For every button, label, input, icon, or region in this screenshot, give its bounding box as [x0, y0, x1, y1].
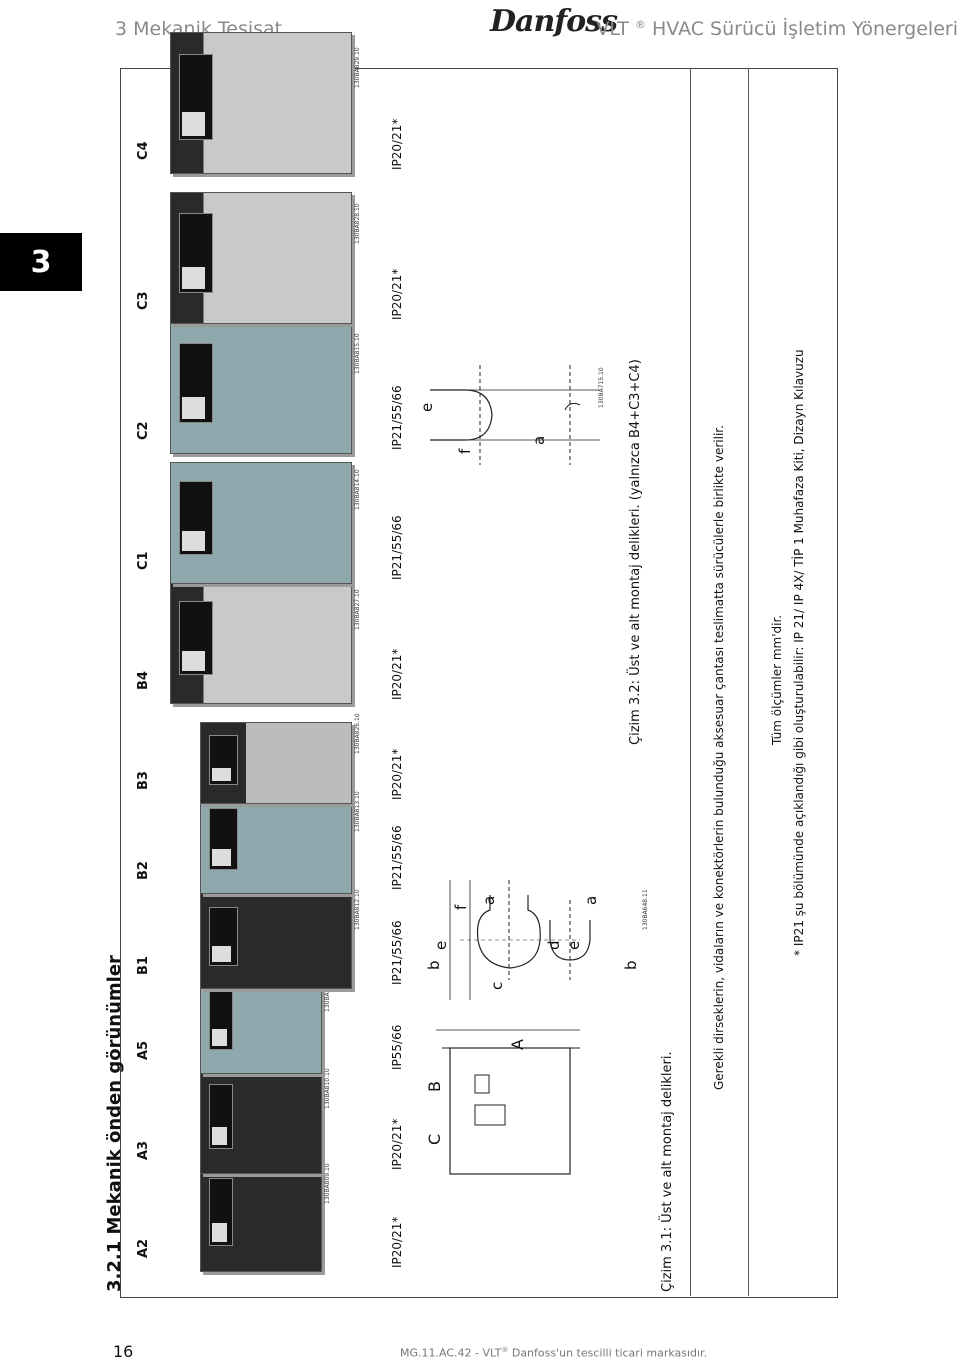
enclosure-size-label: B4	[136, 671, 151, 690]
enclosure-ip-label: IP20/21*	[390, 648, 404, 700]
keypad-icon	[209, 1083, 233, 1149]
keypad-icon	[179, 481, 214, 555]
enclosure-ip-label: IP20/21*	[390, 748, 404, 800]
enclosure-ip-label: IP20/21*	[390, 118, 404, 170]
keypad-icon	[209, 988, 233, 1050]
accessory-note: Gerekli dirseklerin, vidaların ve konekt…	[712, 425, 726, 1090]
keypad-icon	[179, 342, 214, 423]
page-number: 16	[113, 1342, 134, 1361]
enclosure-ip-label: IP21/55/66	[390, 385, 404, 450]
enclosure-ip-label: IP20/21*	[390, 268, 404, 320]
dim-a-lower: a	[582, 895, 600, 905]
image-code: 130BA809.10	[324, 1163, 331, 1204]
drive-image-b1	[200, 892, 352, 989]
image-code: 130BA815.10	[354, 333, 361, 374]
dim-e-lower: e	[565, 940, 583, 950]
dim2-a: a	[530, 435, 548, 445]
display-screen-icon	[212, 767, 231, 781]
enclosure-size-label: C2	[136, 421, 151, 440]
enclosure-ip-label: IP21/55/66	[390, 515, 404, 580]
enclosure-size-label: A2	[136, 1238, 151, 1258]
dim-b: b	[425, 960, 443, 970]
separator-line	[690, 68, 691, 1296]
drive-image-a2	[200, 1160, 322, 1272]
keypad-icon	[209, 1177, 233, 1246]
keypad-icon	[209, 808, 238, 870]
dim-C: C	[425, 1133, 444, 1145]
dim-f: f	[452, 904, 470, 910]
keypad-icon	[179, 601, 214, 675]
enclosure-ip-label: IP55/66	[390, 1024, 404, 1070]
drive-image-c1	[170, 462, 352, 584]
enclosure-size-label: B2	[136, 861, 151, 880]
dim-a: a	[480, 895, 498, 905]
figure-frame	[120, 68, 838, 1298]
enclosure-size-label: A3	[136, 1140, 151, 1160]
display-screen-icon	[182, 650, 205, 671]
dim-A: A	[508, 1039, 527, 1050]
display-screen-icon	[212, 1127, 228, 1145]
chapter-tab: 3	[0, 233, 82, 291]
drive-image-c4	[170, 32, 352, 174]
enclosure-size-label: C3	[136, 291, 151, 310]
section-title: 3.2.1 Mekanik önden görünümler	[104, 955, 125, 1292]
danfoss-logo: Danfoss	[490, 4, 618, 39]
enclosure-ip-label: IP20/21*	[390, 1216, 404, 1268]
image-code: 130BA829.10	[354, 47, 361, 88]
drawing1-caption: Çizim 3.1: Üst ve alt montaj delikleri.	[660, 1051, 675, 1292]
display-screen-icon	[212, 849, 231, 866]
display-screen-icon	[182, 112, 205, 136]
enclosure-ip-label: IP20/21*	[390, 1118, 404, 1170]
drive-image-a3	[200, 1067, 322, 1174]
image-code: 130BA810.10	[324, 1068, 331, 1109]
dim2-f: f	[456, 448, 474, 454]
image-code: 130BA828.10	[354, 203, 361, 244]
drawing2-caption: Çizim 3.2: Üst ve alt montaj delikleri. …	[628, 359, 643, 745]
display-screen-icon	[182, 266, 205, 289]
display-screen-icon	[212, 946, 231, 963]
drive-image-b2	[200, 792, 352, 894]
keypad-icon	[179, 54, 214, 140]
image-code: 130BA826.10	[354, 713, 361, 754]
enclosure-size-label: B3	[136, 771, 151, 790]
footer-trademark: MG.11.AC.42 - VLT® Danfoss'un tescilli t…	[400, 1346, 708, 1360]
enclosure-ip-label: IP21/55/66	[390, 920, 404, 985]
image-code: 130BA827.10	[354, 589, 361, 630]
separator-line	[748, 68, 749, 1296]
dim-b-lower: b	[622, 960, 640, 970]
dim-B: B	[425, 1081, 444, 1092]
drive-image-c3	[170, 192, 352, 324]
display-screen-icon	[212, 1029, 228, 1046]
ip21-note: * IP21 şu bölümünde açıklandığı gibi olu…	[792, 349, 806, 956]
display-screen-icon	[182, 530, 205, 551]
image-code: 130BA812.10	[354, 889, 361, 930]
manual-title: VLT ® HVAC Sürücü İşletim Yönergeleri	[596, 18, 958, 40]
enclosure-size-label: C4	[136, 141, 151, 160]
enclosure-size-label: B1	[136, 956, 151, 975]
dim2-e: e	[418, 402, 436, 412]
keypad-icon	[179, 212, 214, 293]
drive-image-c2	[170, 322, 352, 454]
drawing1-code: 130BA648.11	[642, 889, 649, 930]
display-screen-icon	[212, 1223, 228, 1242]
drive-image-b3	[200, 722, 352, 804]
keypad-icon	[209, 907, 238, 967]
mounting-drawing-1	[436, 880, 591, 1175]
enclosure-ip-label: IP21/55/66	[390, 825, 404, 890]
keypad-icon	[209, 735, 238, 785]
image-code: 130BA813.10	[354, 791, 361, 832]
enclosure-size-label: C1	[136, 551, 151, 570]
image-code: 130BA814.10	[354, 469, 361, 510]
mounting-drawing-2	[430, 365, 600, 465]
enclosure-size-label: A5	[136, 1040, 151, 1060]
units-note: Tüm ölçümler mm'dir.	[770, 614, 784, 745]
drive-image-a5	[200, 972, 322, 1074]
drive-image-b4	[170, 582, 352, 704]
drawing2-code: 130BA715.10	[598, 367, 605, 408]
display-screen-icon	[182, 396, 205, 419]
dim-c: c	[488, 981, 506, 990]
dim-e: e	[432, 940, 450, 950]
dim-d: d	[545, 940, 563, 950]
